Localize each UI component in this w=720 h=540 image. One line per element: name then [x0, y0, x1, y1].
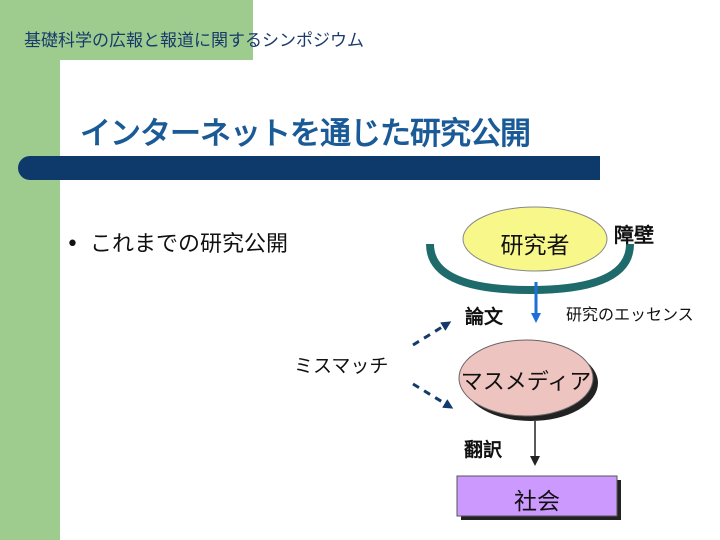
- mismatch-label: ミスマッチ: [294, 355, 389, 377]
- mismatch-arrow-down: [412, 382, 454, 409]
- slide-content-panel: [60, 60, 720, 540]
- mismatch-arrow-up: [412, 321, 452, 347]
- green-side-strip: [0, 60, 60, 540]
- bullet-item: • これまでの研究公開: [66, 226, 288, 258]
- barrier-label: 障壁: [614, 223, 654, 247]
- society-node: [456, 475, 618, 517]
- mass-media-node: [458, 339, 594, 417]
- society-label: 社会: [514, 489, 560, 515]
- paper-label: 論文: [465, 306, 504, 328]
- bullet-text: これまでの研究公開: [90, 232, 289, 257]
- green-header-background: [0, 0, 253, 60]
- symposium-header: 基礎科学の広報と報道に関するシンポジウム: [24, 31, 364, 51]
- bullet-dot-icon: •: [66, 232, 79, 257]
- mass-media-label: マスメディア: [460, 370, 592, 395]
- researcher-node: [462, 206, 608, 272]
- slide-title: インターネットを通じた研究公開: [80, 116, 531, 152]
- barrier-arc: [426, 243, 634, 295]
- title-underline-bar: [18, 156, 600, 180]
- researcher-label: 研究者: [500, 233, 570, 259]
- essence-label: 研究のエッセンス: [566, 305, 694, 324]
- translation-label: 翻訳: [464, 439, 503, 461]
